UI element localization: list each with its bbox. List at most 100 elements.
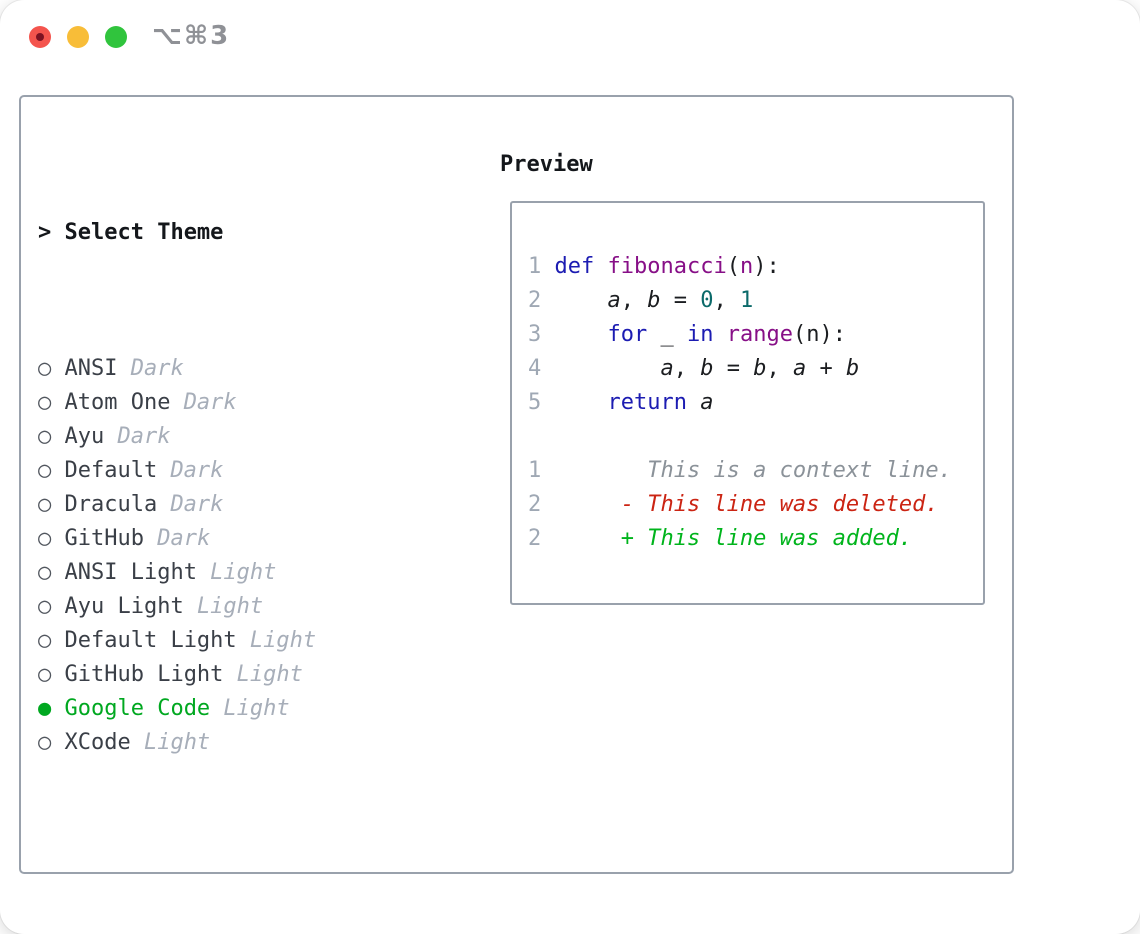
theme-name: Default Light [64,628,237,653]
theme-name: GitHub [64,526,144,551]
code-token: ( [726,254,740,279]
code-token: + This line was added. [554,526,913,551]
theme-option[interactable]: ○ Ayu Dark [38,420,409,454]
code-token: def [554,254,595,279]
radio-marker-icon: ○ [38,560,52,585]
theme-variant-badge: Light [143,730,211,755]
theme-name: Google Code [64,696,211,721]
radio-marker-icon: ○ [38,458,52,483]
code-token: , [673,356,701,381]
line-number: 2 [528,288,542,313]
line-number: 2 [528,492,542,517]
code-token: b [753,356,767,381]
code-token: 1 [739,288,754,313]
code-token: a [792,356,807,381]
radio-marker-icon: ○ [38,356,52,381]
theme-name: XCode [64,730,131,755]
code-token: a [660,356,674,381]
theme-variant-badge: Light [210,560,277,585]
code-token [594,254,607,279]
line-number: 3 [528,322,542,347]
theme-variant-badge: Dark [130,356,184,381]
radio-marker-icon: ○ [38,492,52,517]
code-line: 1 This is a context line. [528,454,952,488]
theme-name: Default [64,458,158,483]
theme-variant-badge: Light [249,628,317,653]
theme-variant-badge: Dark [157,526,211,551]
radio-marker-icon: ○ [38,594,52,619]
code-line: 3 for _ in range(n): [528,318,952,352]
code-token: (n): [792,322,846,347]
code-line [528,420,952,454]
theme-option[interactable]: ○ GitHub Dark [38,522,409,556]
code-token: b [647,288,661,313]
theme-name: Atom One [64,390,171,415]
theme-option[interactable]: ○ ANSI Light Light [38,556,409,590]
code-token [555,322,608,347]
radio-marker-icon: ○ [38,526,52,551]
theme-option[interactable]: ○ ANSI Dark [38,352,409,386]
code-token [687,390,700,415]
radio-marker-icon: ○ [38,424,52,449]
theme-name: ANSI [64,356,118,381]
spacer [38,862,409,896]
line-number: 5 [528,390,542,415]
code-token: b [845,356,860,381]
code-line: 2 + This line was added. [528,522,952,556]
code-line: 2 a, b = 0, 1 [528,284,952,318]
theme-variant-badge: Light [196,594,264,619]
code-token: return [607,390,687,415]
code-token: n [739,254,754,279]
theme-option[interactable]: ○ Dracula Dark [38,488,409,522]
theme-name: Ayu Light [64,594,184,619]
code-token: in [686,322,714,347]
code-token: _ [647,322,687,347]
cursor-marker-icon: > [38,220,52,245]
theme-variant-badge: Dark [183,390,237,415]
code-token [555,356,661,381]
close-dot-icon [36,33,44,41]
close-button[interactable] [29,26,51,48]
maximize-button[interactable] [105,26,127,48]
select-theme-label: Select Theme [64,220,224,245]
radio-marker-icon: ● [38,696,52,721]
code-token: 0 [700,288,714,313]
theme-name: Ayu [64,424,105,449]
theme-variant-badge: Dark [117,424,171,449]
code-token [555,288,608,313]
code-token: for [607,322,648,347]
theme-variant-badge: Dark [170,458,224,483]
radio-marker-icon: ○ [38,662,52,687]
theme-name: Dracula [64,492,158,517]
code-token: , [766,356,793,381]
minimize-button[interactable] [67,26,89,48]
theme-name: ANSI Light [64,560,197,585]
code-token: = [713,356,754,381]
code-token: ): [753,254,780,279]
code-line: 1 def fibonacci(n): [528,250,952,284]
line-number: 4 [528,356,542,381]
code-token: a [607,288,621,313]
theme-variant-badge: Dark [170,492,224,517]
theme-option[interactable]: ○ Default Dark [38,454,409,488]
preview-heading: Preview [500,152,593,177]
code-token: + [806,356,846,381]
line-number: 1 [528,458,542,483]
code-line: 2 - This line was deleted. [528,488,952,522]
code-token: - This line was deleted. [554,492,939,517]
select-theme-header: > Select Theme [38,216,409,250]
code-token [555,390,608,415]
line-number: 2 [528,526,542,551]
code-token: , [713,288,740,313]
theme-option[interactable]: ○ Ayu Light Light [38,590,409,624]
window-title: ⌥⌘3 [152,21,231,51]
